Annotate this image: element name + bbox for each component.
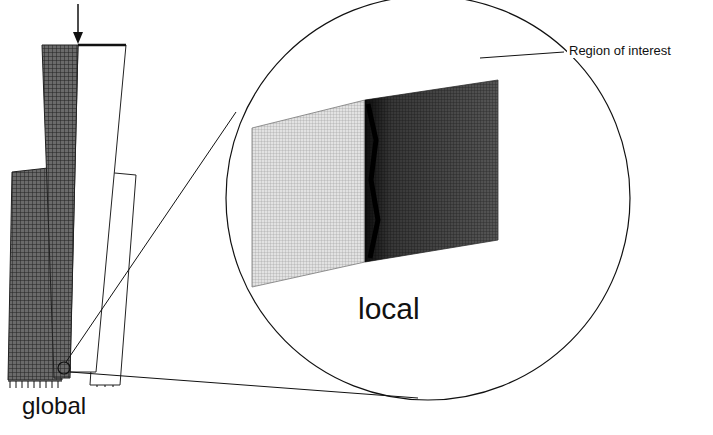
local-model [252,80,498,287]
local-mesh [252,100,365,287]
view-label: global [20,393,88,419]
meshed-part [42,45,78,378]
view-label: local [356,292,422,325]
zoom-circle [58,362,70,374]
zoom-line [70,372,418,398]
zoom-line [66,112,236,362]
global-model [8,4,136,388]
callout-label: Region of interest [567,44,673,58]
local-mesh [365,80,498,262]
fixed-support [8,381,116,388]
leader-line [480,52,564,58]
outline-part [70,45,126,372]
load-arrow [73,32,83,44]
region-of-interest [368,104,378,258]
magnify-circle [226,0,630,400]
